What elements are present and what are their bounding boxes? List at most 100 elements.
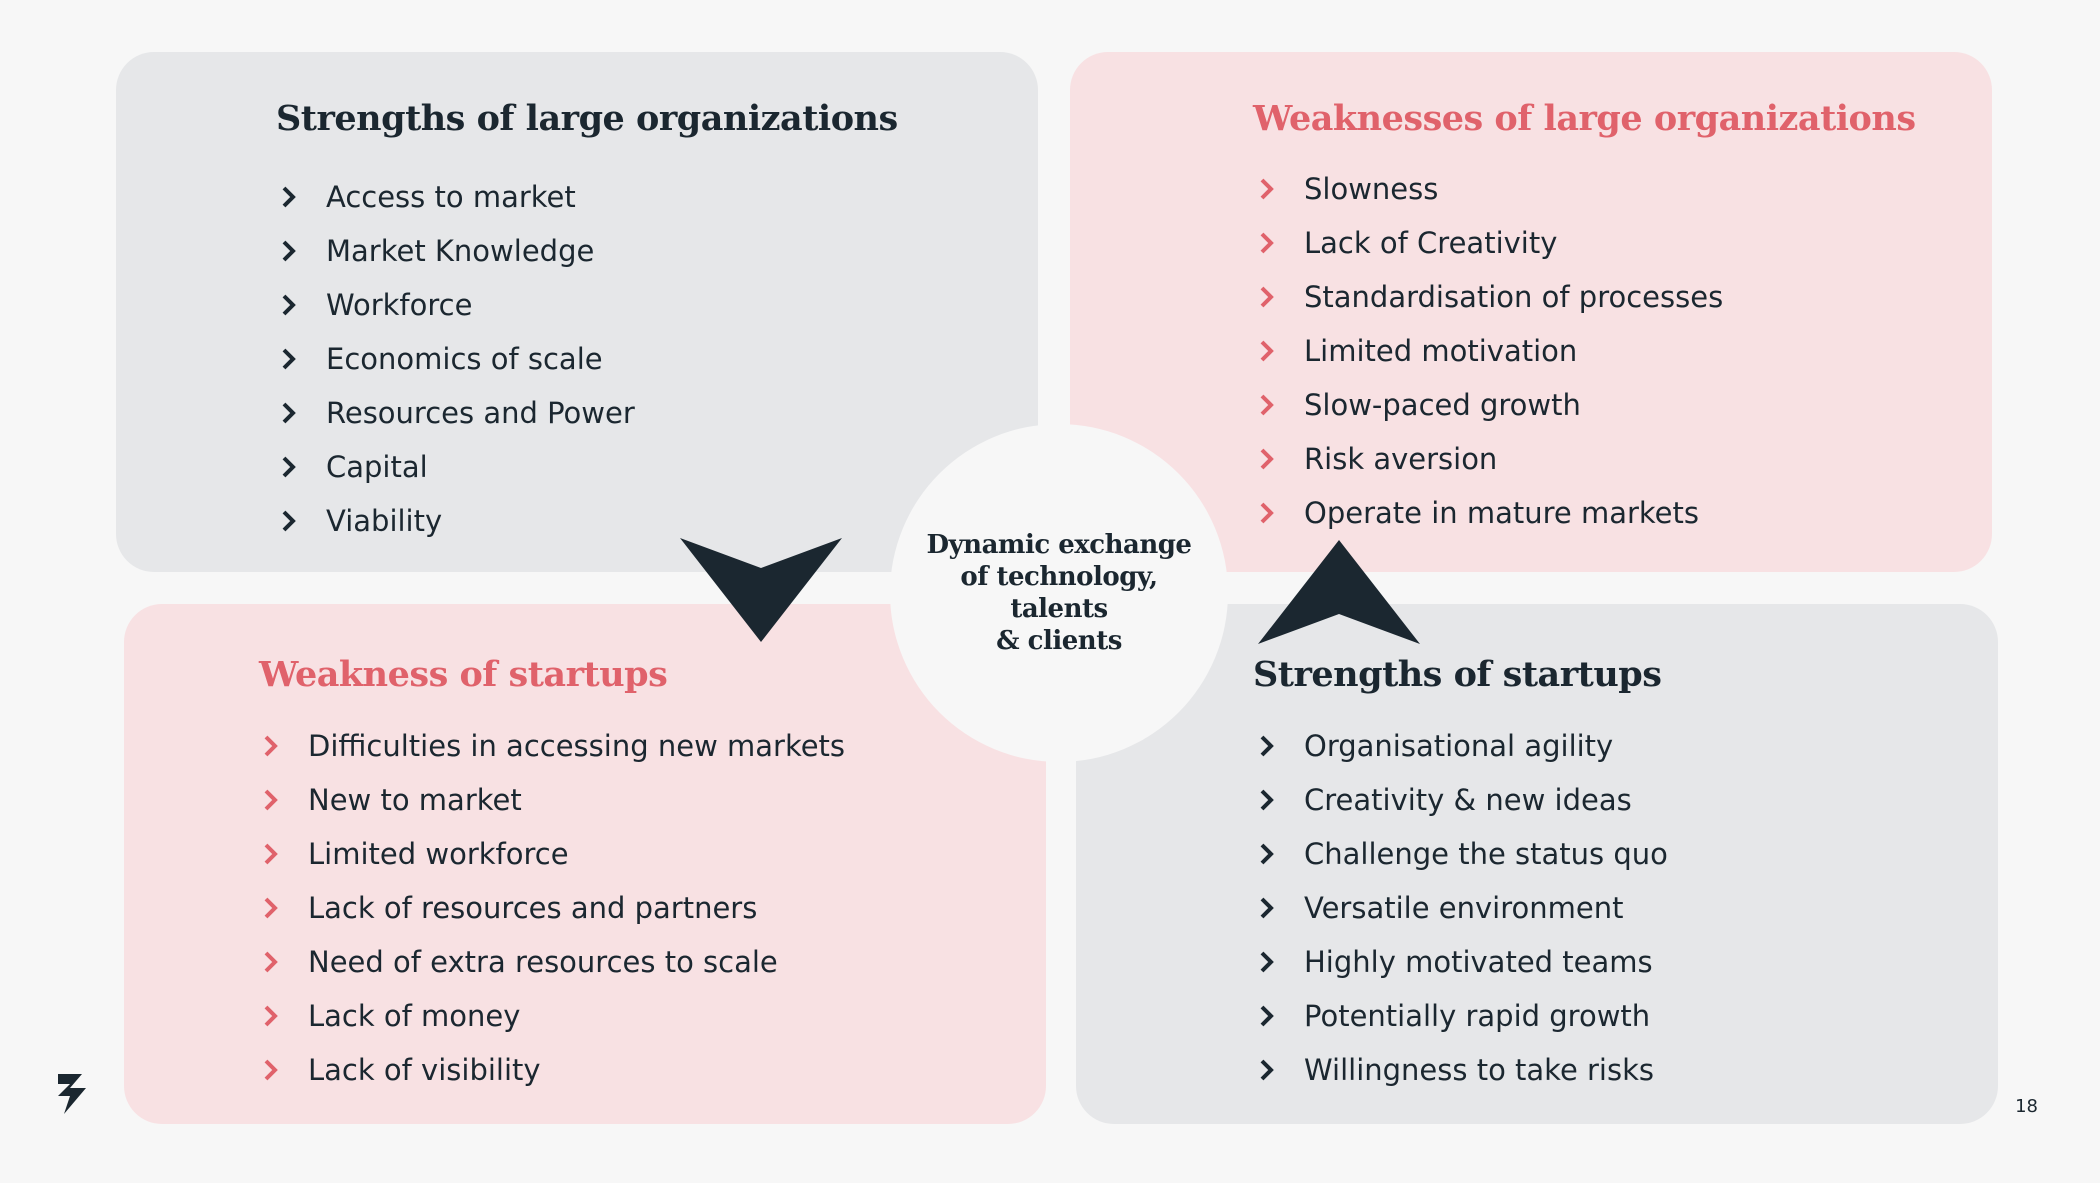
list-item: Limited workforce [264,827,845,881]
weakness-startups-list: Difficulties in accessing new markets Ne… [264,719,845,1097]
list-item: Access to market [282,170,635,224]
list-item-label: New to market [308,783,522,817]
center-label-line: of technology, talents [960,562,1158,624]
list-item-label: Lack of resources and partners [308,891,758,925]
weaknesses-large-list: Slowness Lack of Creativity Standardisat… [1260,162,1723,540]
list-item-label: Challenge the status quo [1304,837,1668,871]
chevron-right-icon [1260,897,1274,919]
quadrant-strengths-large: Strengths of large organizations Access … [116,52,1038,572]
list-item-label: Operate in mature markets [1304,496,1699,530]
list-item-label: Willingness to take risks [1304,1053,1654,1087]
chevron-right-icon [1260,178,1274,200]
list-item-label: Limited motivation [1304,334,1578,368]
list-item-label: Need of extra resources to scale [308,945,778,979]
chevron-right-icon [1260,735,1274,757]
list-item-label: Workforce [326,288,473,322]
list-item-label: Market Knowledge [326,234,595,268]
list-item-label: Potentially rapid growth [1304,999,1651,1033]
strengths-startups-list: Organisational agility Creativity & new … [1260,719,1668,1097]
list-item-label: Risk aversion [1304,442,1498,476]
chevron-right-icon [282,240,296,262]
list-item: Slow-paced growth [1260,378,1723,432]
chevron-right-icon [1260,1005,1274,1027]
chevron-right-icon [264,789,278,811]
list-item-label: Slowness [1304,172,1439,206]
list-item-label: Resources and Power [326,396,635,430]
list-item: Capital [282,440,635,494]
list-item-label: Limited workforce [308,837,569,871]
center-label-line: & clients [996,626,1122,656]
list-item-label: Versatile environment [1304,891,1624,925]
list-item: Workforce [282,278,635,332]
list-item: Lack of visibility [264,1043,845,1097]
list-item: Difficulties in accessing new markets [264,719,845,773]
list-item: Versatile environment [1260,881,1668,935]
chevron-right-icon [1260,502,1274,524]
list-item: Need of extra resources to scale [264,935,845,989]
list-item: Operate in mature markets [1260,486,1723,540]
chevron-right-icon [1260,448,1274,470]
list-item-label: Highly motivated teams [1304,945,1653,979]
chevron-right-icon [282,402,296,424]
list-item: Viability [282,494,635,548]
chevron-right-icon [1260,1059,1274,1081]
list-item: Lack of Creativity [1260,216,1723,270]
chevron-right-icon [1260,789,1274,811]
chevron-right-icon [1260,843,1274,865]
chevron-right-icon [282,186,296,208]
chevron-right-icon [282,294,296,316]
list-item-label: Creativity & new ideas [1304,783,1632,817]
chevron-right-icon [264,951,278,973]
list-item-label: Economics of scale [326,342,603,376]
chevron-right-icon [282,348,296,370]
center-label-line: Dynamic exchange [926,530,1192,560]
chevron-right-icon [282,510,296,532]
quadrant-weaknesses-large: Weaknesses of large organizations Slowne… [1070,52,1992,572]
quadrant-strengths-startups: Strengths of startups Organisational agi… [1076,604,1998,1124]
quadrant-title: Strengths of large organizations [276,98,898,139]
list-item: New to market [264,773,845,827]
chevron-right-icon [264,1059,278,1081]
list-item: Economics of scale [282,332,635,386]
brand-logo-icon [58,1074,86,1114]
list-item: Slowness [1260,162,1723,216]
list-item: Highly motivated teams [1260,935,1668,989]
list-item-label: Lack of visibility [308,1053,541,1087]
list-item: Lack of money [264,989,845,1043]
page-number: 18 [2015,1096,2038,1117]
chevron-right-icon [1260,232,1274,254]
list-item: Resources and Power [282,386,635,440]
list-item: Market Knowledge [282,224,635,278]
chevron-right-icon [1260,340,1274,362]
list-item-label: Lack of money [308,999,521,1033]
list-item-label: Slow-paced growth [1304,388,1581,422]
list-item: Creativity & new ideas [1260,773,1668,827]
list-item-label: Difficulties in accessing new markets [308,729,846,763]
quadrant-weakness-startups: Weakness of startups Difficulties in acc… [124,604,1046,1124]
quadrant-title: Strengths of startups [1253,654,1662,695]
arrow-down-icon [680,538,842,642]
chevron-right-icon [1260,286,1274,308]
list-item: Challenge the status quo [1260,827,1668,881]
chevron-right-icon [264,843,278,865]
list-item-label: Lack of Creativity [1304,226,1558,260]
chevron-right-icon [282,456,296,478]
list-item: Lack of resources and partners [264,881,845,935]
center-circle: Dynamic exchange of technology, talents … [890,424,1228,762]
list-item: Potentially rapid growth [1260,989,1668,1043]
list-item: Standardisation of processes [1260,270,1723,324]
list-item: Limited motivation [1260,324,1723,378]
list-item-label: Capital [326,450,428,484]
strengths-large-list: Access to market Market Knowledge Workfo… [282,170,635,548]
list-item-label: Viability [326,504,443,538]
chevron-right-icon [264,1005,278,1027]
arrow-up-icon [1258,540,1420,644]
list-item-label: Standardisation of processes [1304,280,1724,314]
chevron-right-icon [1260,394,1274,416]
chevron-right-icon [1260,951,1274,973]
chevron-right-icon [264,735,278,757]
list-item-label: Access to market [326,180,576,214]
quadrant-title: Weaknesses of large organizations [1253,98,1916,139]
center-label: Dynamic exchange of technology, talents … [909,529,1209,657]
chevron-right-icon [264,897,278,919]
